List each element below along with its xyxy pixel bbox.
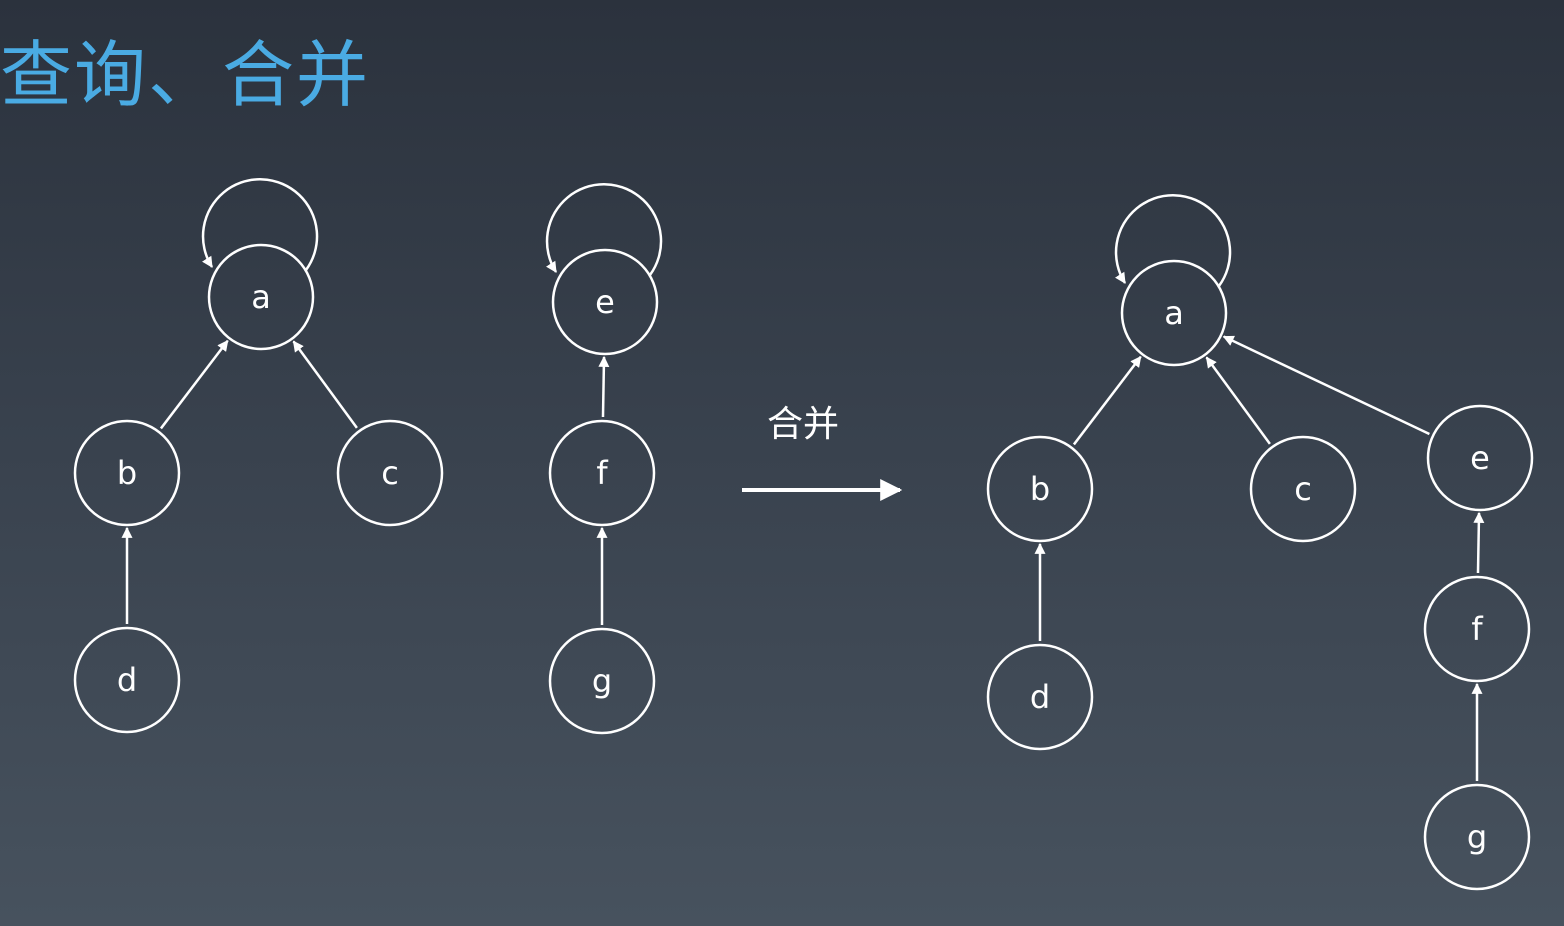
before-tree1-self-loop-a bbox=[201, 178, 319, 271]
before-tree1-node-a: a bbox=[207, 243, 315, 351]
node-circle bbox=[1423, 575, 1531, 683]
node-label: a bbox=[1164, 294, 1184, 332]
before-tree1-node-c: c bbox=[336, 419, 444, 527]
node-label: e bbox=[595, 283, 615, 321]
before-tree1-edge-c-to-a bbox=[292, 340, 358, 429]
node-label: e bbox=[1470, 439, 1490, 477]
node-circle bbox=[1120, 259, 1228, 367]
after-tree1-node-c: c bbox=[1249, 435, 1357, 543]
self-loops bbox=[201, 178, 1232, 287]
after-tree1-node-e: e bbox=[1426, 404, 1534, 512]
node-circle bbox=[1426, 404, 1534, 512]
node-label: a bbox=[251, 278, 271, 316]
node-circle bbox=[73, 419, 181, 527]
merge-label: 合并 bbox=[767, 404, 839, 445]
node-label: d bbox=[117, 661, 137, 699]
after-tree1-edge-b-to-a bbox=[1072, 355, 1142, 446]
after-tree1-self-loop-a bbox=[1114, 194, 1232, 287]
before-tree1-edge-b-to-a bbox=[159, 339, 229, 430]
node-label: g bbox=[1467, 818, 1487, 856]
node-circle bbox=[986, 435, 1094, 543]
before-tree1-node-b: b bbox=[73, 419, 181, 527]
after-tree1-node-f: f bbox=[1423, 575, 1531, 683]
node-label: f bbox=[596, 454, 608, 492]
after-tree1-edge-c-to-a bbox=[1205, 356, 1271, 445]
node-label: b bbox=[117, 454, 137, 492]
node-circle bbox=[551, 248, 659, 356]
slide-title: 查询、合并 bbox=[0, 33, 371, 117]
nodes: a b c d e f g a b c d e f g bbox=[73, 243, 1534, 891]
node-circle bbox=[548, 419, 656, 527]
after-tree1-edge-f-to-e bbox=[1473, 511, 1485, 574]
merge-transition: 合并 bbox=[742, 404, 903, 501]
before-tree2-self-loop-e bbox=[545, 183, 663, 276]
before-tree2-node-g: g bbox=[548, 627, 656, 735]
node-circle bbox=[1423, 783, 1531, 891]
after-tree1-node-d: d bbox=[986, 643, 1094, 751]
node-circle bbox=[548, 627, 656, 735]
node-circle bbox=[1249, 435, 1357, 543]
before-tree2-node-e: e bbox=[551, 248, 659, 356]
node-label: d bbox=[1030, 678, 1050, 716]
node-label: f bbox=[1471, 610, 1483, 648]
node-circle bbox=[207, 243, 315, 351]
node-circle bbox=[336, 419, 444, 527]
node-circle bbox=[73, 626, 181, 734]
edges bbox=[121, 335, 1485, 781]
node-label: c bbox=[1294, 470, 1312, 508]
before-tree2-edge-f-to-e bbox=[598, 355, 610, 418]
node-label: c bbox=[381, 454, 399, 492]
node-label: g bbox=[592, 662, 612, 700]
after-tree1-node-g: g bbox=[1423, 783, 1531, 891]
node-circle bbox=[986, 643, 1094, 751]
before-tree2-node-f: f bbox=[548, 419, 656, 527]
after-tree1-node-a: a bbox=[1120, 259, 1228, 367]
before-tree1-node-d: d bbox=[73, 626, 181, 734]
after-tree1-edge-e-to-a bbox=[1222, 335, 1430, 436]
node-label: b bbox=[1030, 470, 1050, 508]
after-tree1-node-b: b bbox=[986, 435, 1094, 543]
